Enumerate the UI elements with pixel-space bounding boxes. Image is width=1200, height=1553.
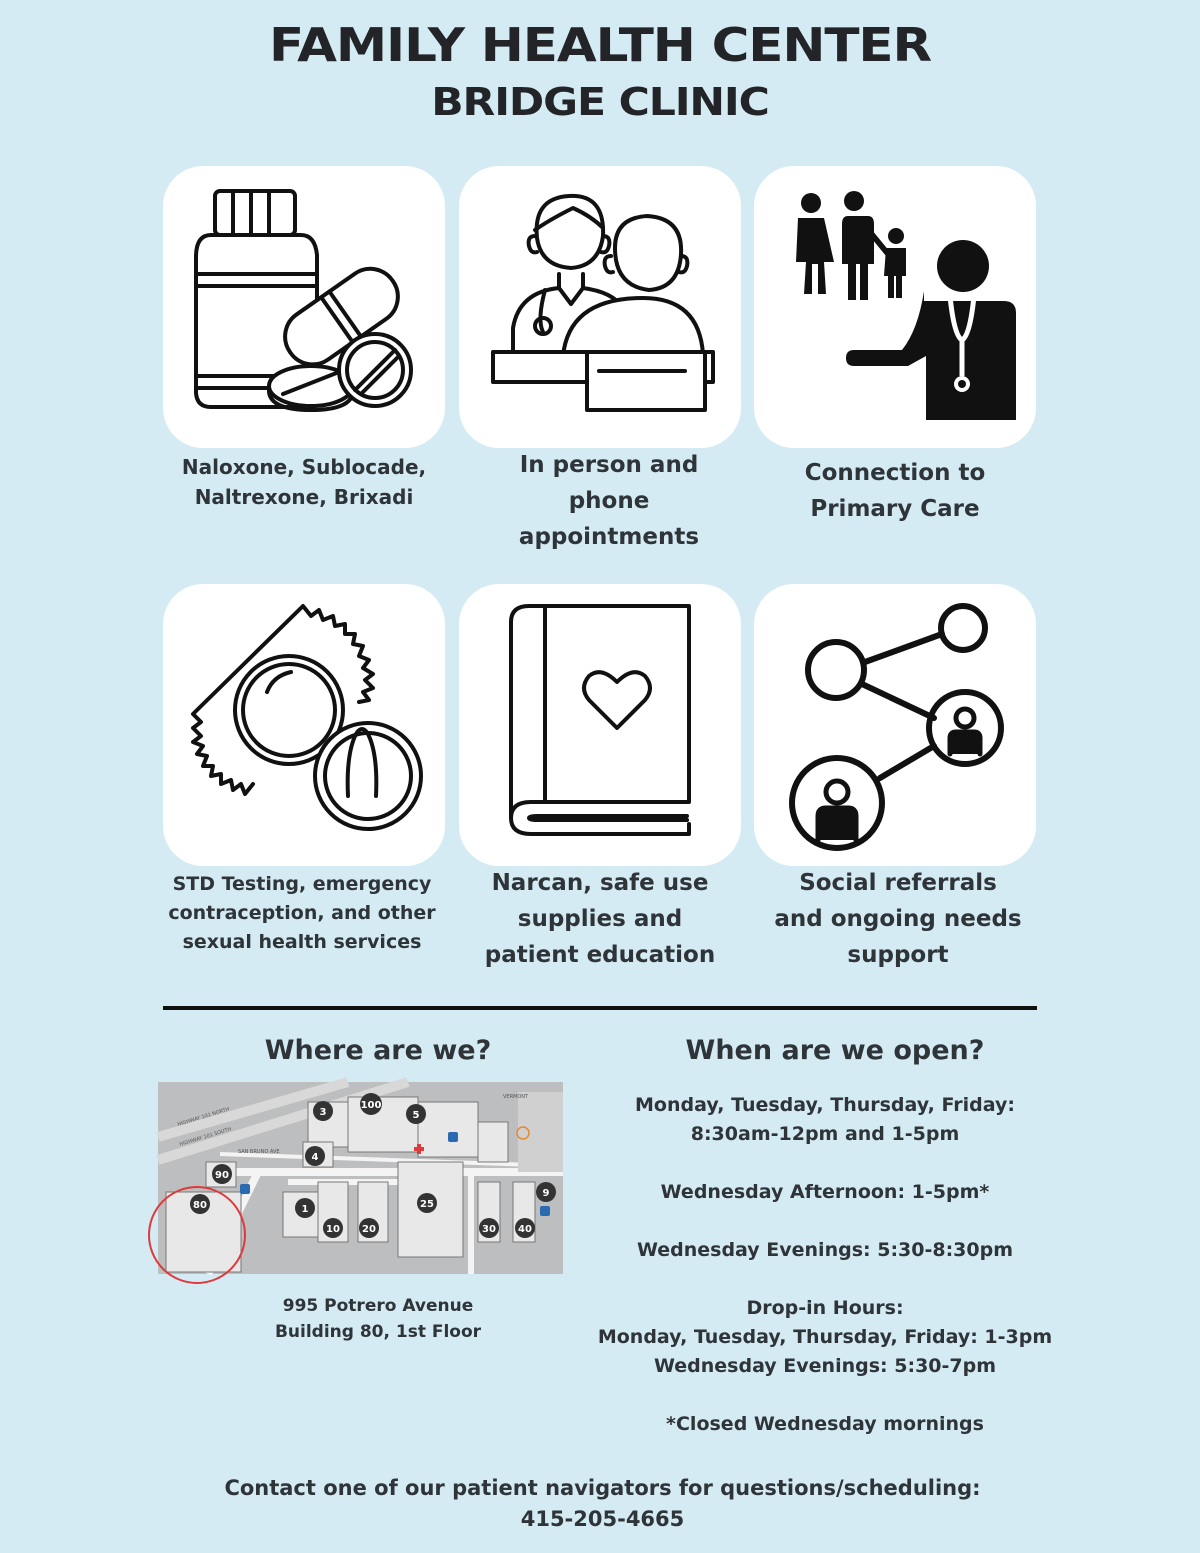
caption-line: Naloxone, Sublocade, — [181, 455, 427, 479]
service-caption-appointments: In person and phone appointments — [459, 447, 759, 555]
building-marker: 80 — [193, 1200, 207, 1211]
service-card-education — [459, 584, 741, 866]
building-marker: 1 — [302, 1204, 309, 1215]
caption-line: and ongoing needs — [774, 906, 1022, 932]
book-heart-icon — [509, 604, 691, 836]
caption-line: patient education — [484, 942, 716, 968]
caption-line: sexual health services — [182, 931, 422, 953]
caption-line: contraception, and other — [168, 902, 436, 924]
page-subtitle: BRIDGE CLINIC — [431, 80, 770, 124]
hours-block: Monday, Tuesday, Thursday, Friday: 8:30a… — [575, 1091, 1075, 1439]
service-card-appointments — [459, 166, 741, 448]
family-doctor-icon — [796, 191, 1016, 420]
caption-line: phone — [568, 488, 650, 514]
caption-line: support — [847, 942, 949, 968]
service-caption-sexual-health: STD Testing, emergency contraception, an… — [152, 870, 452, 957]
service-caption-social: Social referrals and ongoing needs suppo… — [748, 865, 1048, 973]
hours-line: Monday, Tuesday, Thursday, Friday: — [635, 1094, 1015, 1116]
caption-line: Social referrals — [799, 870, 997, 896]
campus-map[interactable]: HIGHWAY 101 NORTH HIGHWAY 101 SOUTH SAN … — [148, 1077, 564, 1284]
service-card-primary-care — [754, 166, 1036, 448]
hours-heading: When are we open? — [685, 1035, 985, 1066]
caption-line: supplies and — [517, 906, 683, 932]
caption-line: In person and — [519, 452, 699, 478]
address-line-1: 995 Potrero Avenue — [282, 1296, 474, 1316]
hours-line: 8:30am-12pm and 1-5pm — [690, 1123, 960, 1145]
building-marker: 10 — [326, 1224, 340, 1235]
street-label: VERMONT — [503, 1094, 529, 1100]
service-caption-education: Narcan, safe use supplies and patient ed… — [450, 865, 750, 973]
service-card-sexual-health — [163, 584, 445, 866]
building-marker: 25 — [420, 1199, 434, 1210]
building-marker: 20 — [362, 1224, 376, 1235]
accessible-icon — [540, 1206, 550, 1216]
caption-line: STD Testing, emergency — [172, 873, 432, 895]
network-people-icon — [789, 603, 1004, 851]
parking-icon — [516, 1126, 530, 1140]
street-label: SAN BRUNO AVE — [238, 1149, 280, 1155]
hours-line: Wednesday Evenings: 5:30-7pm — [653, 1355, 997, 1377]
service-card-medications — [163, 166, 445, 448]
hours-line: *Closed Wednesday mornings — [666, 1413, 984, 1435]
hours-line: Monday, Tuesday, Thursday, Friday: 1-3pm — [597, 1326, 1053, 1348]
service-card-social — [754, 584, 1036, 866]
building-marker: 5 — [413, 1110, 420, 1121]
location-heading: Where are we? — [264, 1035, 492, 1066]
building-marker: 30 — [482, 1224, 496, 1235]
condom-icon — [191, 604, 423, 831]
caption-line: appointments — [518, 524, 700, 550]
building-marker: 40 — [518, 1224, 532, 1235]
address: 995 Potrero Avenue Building 80, 1st Floo… — [228, 1293, 528, 1345]
caption-line: Narcan, safe use — [491, 870, 709, 896]
doctor-patient-icon — [491, 193, 715, 412]
service-caption-medications: Naloxone, Sublocade, Naltrexone, Brixadi — [163, 452, 445, 512]
building-marker: 4 — [312, 1152, 319, 1163]
address-line-2: Building 80, 1st Floor — [274, 1322, 482, 1342]
medicine-bottle-pills-icon — [194, 189, 413, 412]
hours-line: Wednesday Evenings: 5:30-8:30pm — [636, 1239, 1014, 1261]
section-divider — [163, 1006, 1037, 1010]
contact-phone[interactable]: 415-205-4665 — [520, 1507, 685, 1531]
caption-line: Naltrexone, Brixadi — [194, 485, 414, 509]
hours-line: Drop-in Hours: — [746, 1297, 904, 1319]
page-title: FAMILY HEALTH CENTER — [268, 18, 932, 72]
contact-block: Contact one of our patient navigators fo… — [0, 1473, 1200, 1535]
building-marker: 9 — [543, 1188, 550, 1199]
building-marker: 100 — [361, 1100, 382, 1111]
contact-text: Contact one of our patient navigators fo… — [224, 1476, 981, 1500]
hospital-cross-icon — [414, 1144, 424, 1154]
building-marker: 3 — [320, 1107, 327, 1118]
hours-line: Wednesday Afternoon: 1-5pm* — [660, 1181, 990, 1203]
accessible-icon — [240, 1184, 250, 1194]
caption-line: Primary Care — [810, 496, 980, 522]
service-caption-primary-care: Connection to Primary Care — [754, 455, 1036, 527]
caption-line: Connection to — [804, 460, 986, 486]
building-marker: 90 — [215, 1170, 229, 1181]
accessible-icon — [448, 1132, 458, 1142]
